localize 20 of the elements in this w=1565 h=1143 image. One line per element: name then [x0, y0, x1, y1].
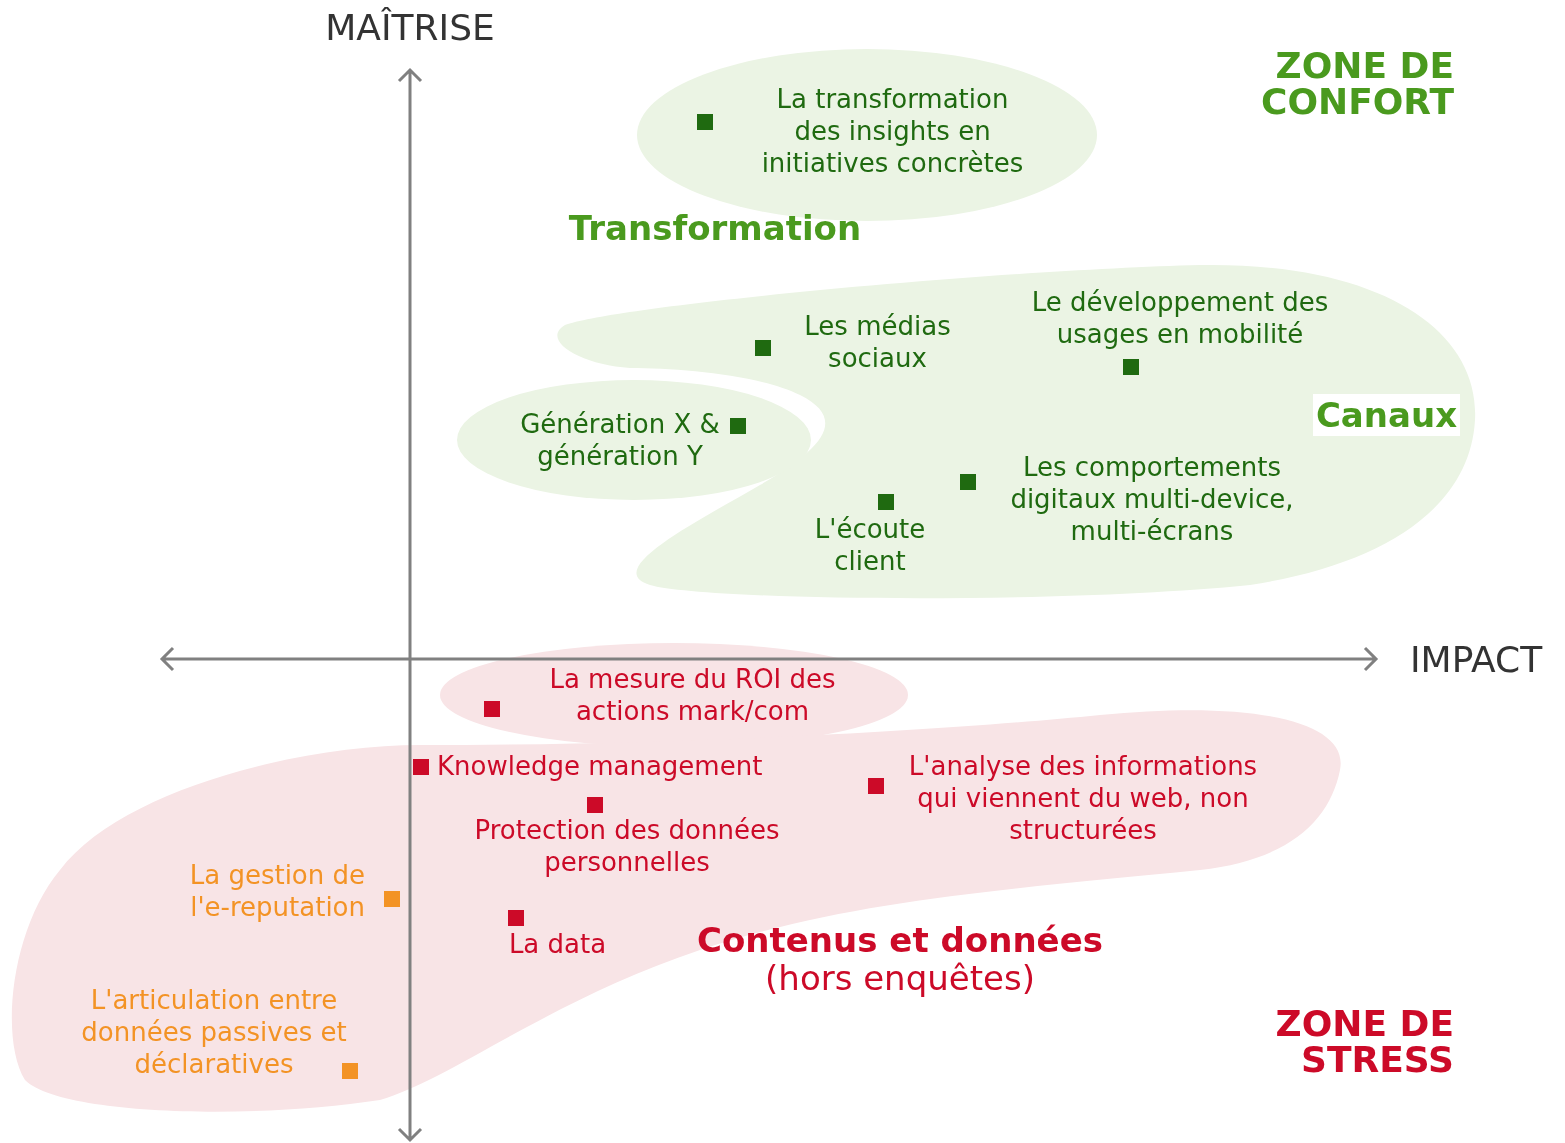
item-label: Le développement des usages en mobilité: [1030, 286, 1330, 350]
item-label: Génération X & génération Y: [520, 408, 720, 472]
item-label: L'articulation entre données passives et déclaratives: [80, 984, 348, 1080]
zone-label: ZONE DE STRESS: [1274, 1006, 1454, 1078]
item-label: Protection des données personnelles: [473, 814, 781, 878]
item-label: Knowledge management: [437, 750, 764, 782]
group-subtitle: (hors enquêtes): [764, 958, 1036, 998]
item-label: La data: [507, 928, 608, 960]
item-label: La gestion de l'e-reputation: [188, 859, 365, 923]
group-title: Transformation: [567, 207, 863, 250]
item-label: L'analyse des informations qui viennent du web, non structurées: [907, 750, 1259, 846]
zone-label: ZONE DE CONFORT: [1260, 48, 1454, 120]
group-title: Contenus et données: [696, 920, 1104, 960]
item-label: L'écoute client: [813, 513, 927, 577]
item-label: Les comportements digitaux multi-device, multi-écrans: [1009, 451, 1295, 547]
item-label: Les médias sociaux: [803, 310, 952, 374]
axis-label: IMPACT: [1410, 642, 1544, 678]
group-title: Canaux: [1313, 394, 1460, 436]
item-label: La mesure du ROI des actions mark/com: [548, 663, 837, 727]
item-label: La transformation des insights en initiatives concrètes: [760, 83, 1025, 179]
